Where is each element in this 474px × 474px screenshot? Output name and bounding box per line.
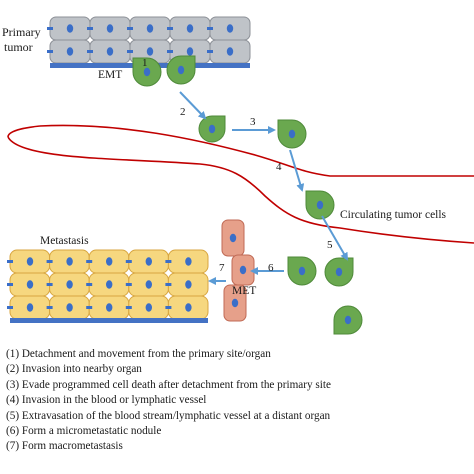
cell-junction <box>7 260 13 263</box>
cell-nucleus <box>66 280 73 289</box>
legend-item: (7) Form macrometastasis <box>6 440 123 453</box>
cell-junction <box>46 283 53 286</box>
cell-nucleus <box>145 280 152 289</box>
cell-nucleus <box>208 124 216 134</box>
legend: (1) Detachment and movement from the pri… <box>6 347 468 455</box>
legend-item: (2) Invasion into nearby organ <box>6 363 142 376</box>
cell-junction <box>46 306 53 309</box>
cell-junction <box>86 260 93 263</box>
cell-nucleus <box>185 303 192 312</box>
cell-nucleus <box>145 257 152 266</box>
cell-nucleus <box>186 47 194 56</box>
metastasis-cells <box>7 249 209 320</box>
cell-nucleus <box>231 298 239 308</box>
cell-nucleus <box>106 257 113 266</box>
cell-junction <box>167 27 173 30</box>
cell-nucleus <box>26 303 34 312</box>
cell-junction <box>127 50 133 53</box>
cell-junction <box>207 27 213 30</box>
legend-item: (1) Detachment and movement from the pri… <box>6 348 271 360</box>
cell-nucleus <box>106 303 113 312</box>
vessel-left-cap <box>7 125 41 138</box>
cell-nucleus <box>66 257 73 266</box>
primary-tumor-cells <box>47 16 251 64</box>
cell-nucleus <box>185 257 192 266</box>
cell-nucleus <box>66 47 74 56</box>
cell-junction <box>167 50 173 53</box>
cell-nucleus <box>239 265 247 275</box>
cell-nucleus <box>146 47 154 56</box>
cell-nucleus <box>66 303 73 312</box>
vessel-lower-wall <box>7 136 474 244</box>
cell-nucleus <box>106 24 114 33</box>
cell-nucleus <box>185 280 192 289</box>
cell-nucleus <box>229 233 237 243</box>
cell-junction <box>125 306 132 309</box>
cell-junction <box>165 260 172 263</box>
process-arrows <box>179 91 349 285</box>
step-number-4: 4 <box>276 161 282 173</box>
cell-junction <box>47 27 53 30</box>
cell-junction <box>87 50 93 53</box>
cell-junction <box>7 306 13 309</box>
cell-nucleus <box>143 67 151 77</box>
vessel-upper-wall <box>39 124 474 177</box>
legend-item: (6) Form a micrometastatic nodule <box>6 425 162 438</box>
cell-junction <box>87 27 93 30</box>
arrow-5 <box>321 215 349 261</box>
cell-junction <box>165 283 172 286</box>
metastasis-membrane <box>10 318 208 323</box>
cell-nucleus <box>298 266 306 276</box>
cell-junction <box>207 50 213 53</box>
cell-nucleus <box>106 47 114 56</box>
step-number-7: 7 <box>219 262 225 274</box>
cell-nucleus <box>146 24 154 33</box>
cell-nucleus <box>344 315 352 325</box>
step-number-1: 1 <box>142 57 148 69</box>
cell-nucleus <box>145 303 152 312</box>
cell-junction <box>125 260 132 263</box>
cell-junction <box>165 306 172 309</box>
cell-nucleus <box>226 47 234 56</box>
arrow-2 <box>179 91 207 120</box>
circulating-cells-label: Circulating tumor cells <box>340 209 447 221</box>
legend-item: (5) Extravasation of the blood stream/ly… <box>6 409 331 422</box>
cell-junction <box>46 260 53 263</box>
step-number-5: 5 <box>327 239 333 251</box>
cell-nucleus <box>316 200 324 210</box>
cell-nucleus <box>177 65 185 75</box>
metastasis-label: Metastasis <box>40 235 89 247</box>
emt-label: EMT <box>98 69 122 81</box>
primary-tumor-label-line2: tumor <box>4 40 33 54</box>
step-number-6: 6 <box>268 262 274 274</box>
legend-item: (4) Invasion in the blood or lymphatic v… <box>6 394 207 407</box>
cell-nucleus <box>66 24 74 33</box>
met-label: MET <box>232 285 256 297</box>
step-number-2: 2 <box>180 106 186 118</box>
met-cells <box>221 219 255 322</box>
cell-junction <box>86 306 93 309</box>
primary-tumor-label-line1: Primary <box>2 25 41 39</box>
cell-nucleus <box>335 267 343 277</box>
step-number-3: 3 <box>250 116 256 128</box>
legend-item: (3) Evade programmed cell death after de… <box>6 378 331 391</box>
cell-junction <box>125 283 132 286</box>
cell-junction <box>86 283 93 286</box>
cell-nucleus <box>26 257 34 266</box>
cell-junction <box>47 50 53 53</box>
cell-nucleus <box>26 280 34 289</box>
cell-nucleus <box>186 24 194 33</box>
arrow-4 <box>289 149 305 192</box>
cell-nucleus <box>106 280 113 289</box>
cell-nucleus <box>288 129 296 139</box>
cell-junction <box>127 27 133 30</box>
cell-nucleus <box>226 24 234 33</box>
cell-junction <box>7 283 13 286</box>
migrating-tumor-cells <box>132 55 363 335</box>
